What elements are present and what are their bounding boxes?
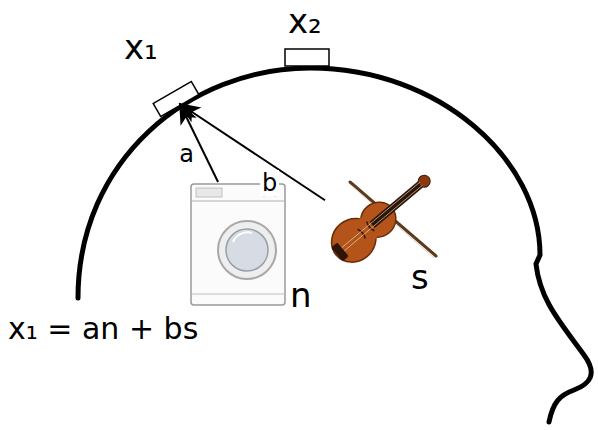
washing-machine	[191, 184, 285, 305]
node-label: x₂	[288, 2, 322, 41]
gain-label: a	[177, 141, 196, 167]
equation-label: x₁ = an + bs	[8, 312, 198, 347]
violin	[323, 161, 443, 271]
node-box: n	[188, 182, 316, 320]
head-outline	[78, 68, 591, 422]
sensor-x2	[285, 49, 329, 66]
node-label: s	[411, 258, 429, 297]
gain-label: b	[260, 170, 279, 196]
node-label: n	[290, 276, 312, 315]
node-box: s	[325, 172, 433, 300]
node-box: x₂	[280, 2, 336, 68]
node-label: x₁	[124, 28, 158, 67]
node-box: x₁	[122, 28, 214, 104]
signal-arrow	[180, 104, 325, 200]
